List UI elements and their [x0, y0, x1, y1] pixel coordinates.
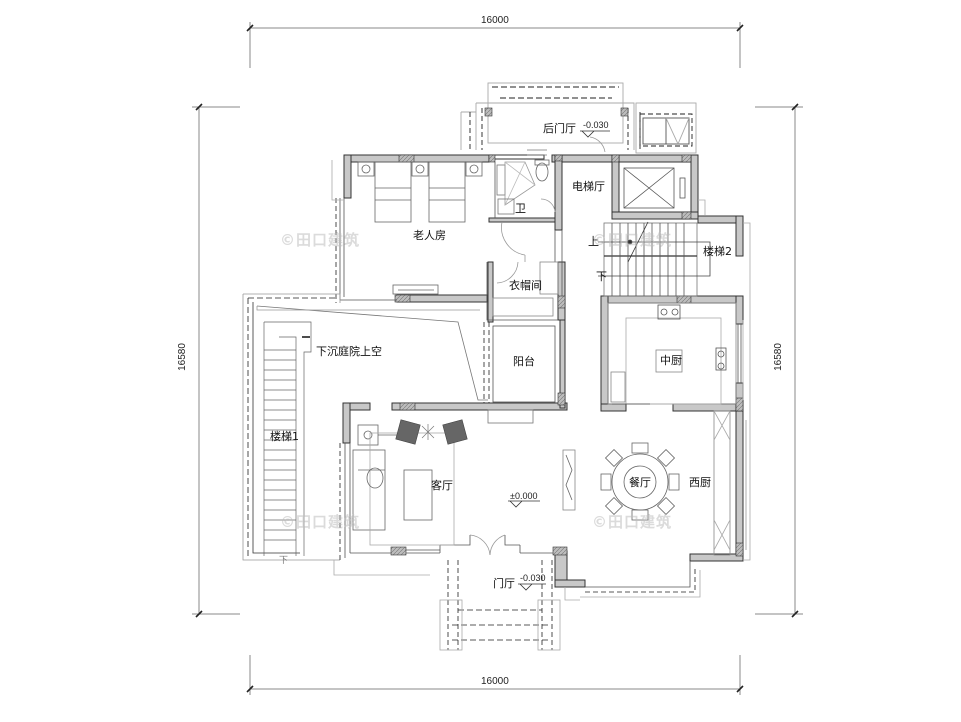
outlines — [242, 136, 751, 651]
rear-porch — [460, 82, 641, 150]
room-label-chinese-kitchen: 中厨 — [660, 354, 682, 367]
room-label-western-kitchen: 西厨 — [689, 476, 711, 489]
room-label-stair2: 楼梯2 — [703, 245, 732, 258]
room-label-stair1: 楼梯1 — [270, 430, 299, 443]
watermark: ©田口建筑 — [592, 231, 673, 249]
watermark: ©田口建筑 — [280, 513, 361, 531]
ac-platform — [635, 102, 697, 154]
room-label-living-room: 客厅 — [431, 479, 453, 492]
level-living-room: ±0.000 — [510, 491, 538, 501]
elder-room-furniture — [357, 161, 483, 295]
walls — [342, 154, 744, 588]
dim-left-height: 16580 — [176, 343, 188, 371]
room-label-balcony: 阳台 — [513, 355, 535, 368]
room-label-rear-hall: 后门厅 — [543, 122, 576, 135]
room-label-elder-room: 老人房 — [413, 229, 446, 242]
room-label-cloakroom: 衣帽间 — [509, 279, 542, 292]
armchairs — [395, 419, 468, 445]
level-entry-hall: -0.030 — [520, 573, 546, 583]
dim-right-height: 16580 — [772, 343, 784, 371]
stair2-down-label: 下 — [596, 270, 607, 283]
watermark: ©田口建筑 — [280, 231, 361, 249]
room-label-bathroom: 卫 — [515, 202, 526, 215]
room-label-dining-room: 餐厅 — [629, 476, 651, 489]
dim-bottom-width: 16000 — [481, 676, 509, 687]
dimension-lines — [192, 22, 803, 695]
stair2 — [598, 221, 711, 297]
stair1 — [263, 321, 312, 556]
dining-table — [600, 442, 680, 521]
watermark: ©田口建筑 — [592, 513, 673, 531]
stair2-up-label: 上 — [588, 235, 599, 248]
stair1-down-label: 下 — [279, 556, 289, 566]
dim-top-width: 16000 — [481, 15, 509, 26]
room-label-sunken-courtyard-void: 下沉庭院上空 — [316, 345, 382, 358]
room-label-entry-hall: 门厅 — [493, 577, 515, 590]
level-rear-hall: -0.030 — [583, 120, 609, 130]
room-label-elevator-hall: 电梯厅 — [572, 180, 605, 193]
